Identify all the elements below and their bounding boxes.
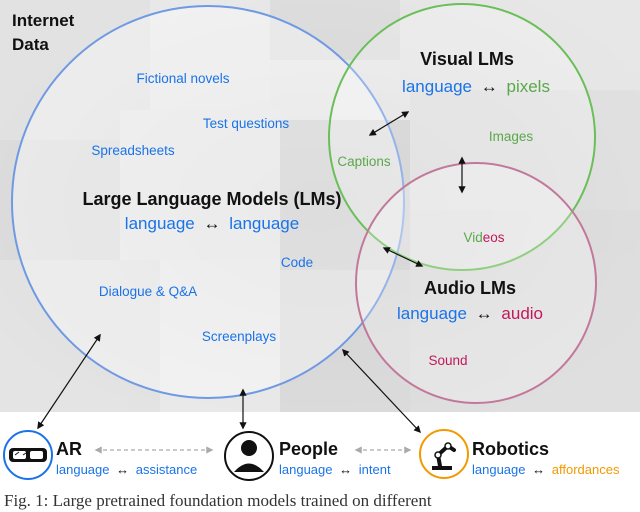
vlm-item: Images bbox=[489, 129, 534, 144]
llm-item: Fictional novels bbox=[136, 71, 229, 86]
bottom-band bbox=[0, 412, 640, 512]
vlm-item: Captions bbox=[337, 154, 391, 169]
people-subtitle: language ↔ intent bbox=[279, 462, 391, 477]
robotics-subtitle: language ↔ affordances bbox=[472, 462, 620, 477]
llm-robotics-arrow bbox=[342, 348, 421, 434]
llm-subtitle: language ↔ language bbox=[125, 214, 299, 233]
audio-lm-circle bbox=[355, 162, 597, 404]
person-icon bbox=[224, 431, 274, 481]
llm-item: Dialogue & Q&A bbox=[99, 284, 197, 299]
llm-item: Screenplays bbox=[202, 329, 277, 344]
llm-title: Large Language Models (LMs) bbox=[82, 189, 341, 209]
ar-subtitle: language ↔ assistance bbox=[56, 462, 197, 477]
audio-lm-title: Audio LMs bbox=[424, 278, 516, 298]
llm-item: Spreadsheets bbox=[91, 143, 175, 158]
alm-item: Sound bbox=[428, 353, 467, 368]
robot-arm-icon bbox=[419, 429, 469, 479]
people-title: People bbox=[279, 439, 338, 459]
llm-item: Code bbox=[281, 255, 313, 270]
llm-item: Test questions bbox=[203, 116, 290, 131]
llm-ar-arrow bbox=[37, 333, 101, 430]
visual-lm-circle-dashed-arc bbox=[328, 3, 596, 271]
llm-vlm-arrow bbox=[368, 111, 410, 136]
robotics-title: Robotics bbox=[472, 439, 549, 459]
audio-lm-subtitle: language ↔ audio bbox=[397, 304, 543, 323]
visual-lm-title: Visual LMs bbox=[420, 49, 514, 69]
figure-caption: Fig. 1: Large pretrained foundation mode… bbox=[4, 491, 432, 510]
ar-glasses-icon bbox=[3, 430, 53, 480]
alm-item: Videos bbox=[463, 230, 504, 245]
internet-data-title: Internet Data bbox=[12, 11, 79, 54]
visual-lm-subtitle: language ↔ pixels bbox=[402, 77, 550, 96]
llm-circle bbox=[11, 5, 405, 399]
llm-alm-arrow bbox=[382, 247, 424, 267]
ar-title: AR bbox=[56, 439, 82, 459]
collage-tiles bbox=[0, 0, 640, 412]
